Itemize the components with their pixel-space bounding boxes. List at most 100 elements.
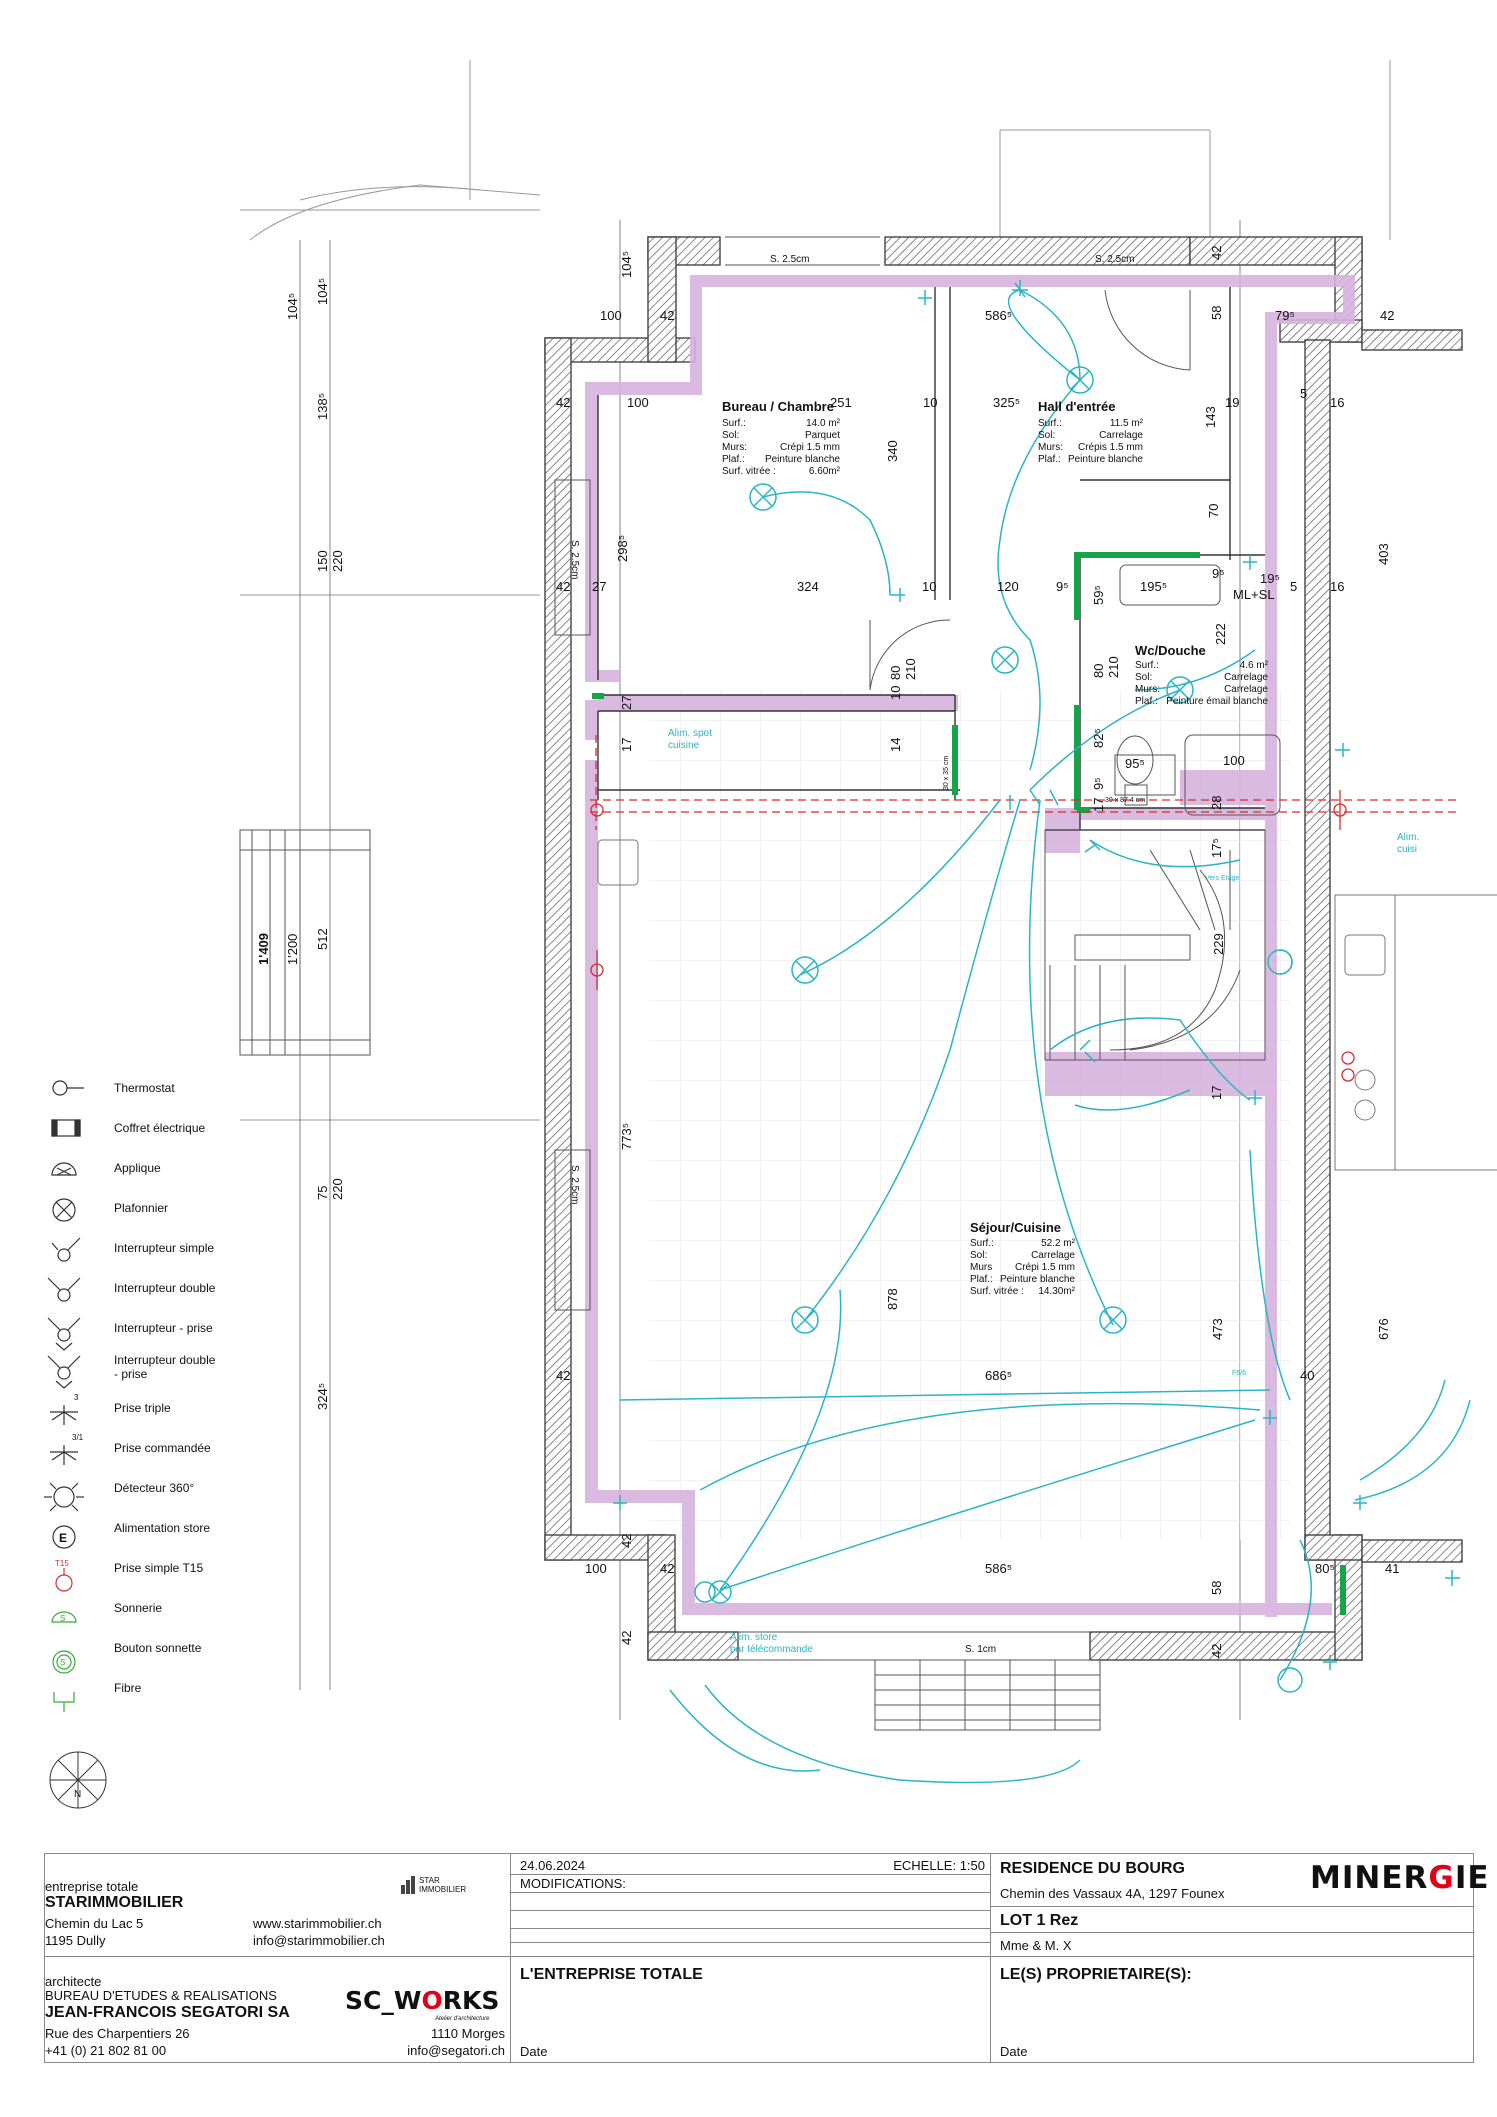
svg-text:27: 27 <box>619 696 634 710</box>
svg-text:42: 42 <box>619 1534 634 1548</box>
architect-name-1: BUREAU D'ETUDES & REALISATIONS <box>45 1988 277 2003</box>
svg-text:100: 100 <box>585 1561 607 1576</box>
svg-text:75: 75 <box>315 1186 330 1200</box>
svg-text:70: 70 <box>1206 504 1221 518</box>
legend-label: Interrupteur - prise <box>114 1321 213 1335</box>
bathroom-fixtures <box>1114 564 1281 816</box>
svg-text:Crépi 1.5 mm: Crépi 1.5 mm <box>1015 1262 1075 1273</box>
svg-text:42: 42 <box>1380 308 1394 323</box>
north-arrow: N <box>49 1751 107 1809</box>
legend-texts: Thermostat Coffret électrique Applique P… <box>55 1081 216 1695</box>
svg-text:10: 10 <box>923 395 937 410</box>
contractor-email[interactable]: info@starimmobilier.ch <box>253 1933 385 1948</box>
title-block: entreprise totale STARIMMOBILIER Chemin … <box>44 1853 1489 2063</box>
svg-text:14.30m²: 14.30m² <box>1038 1286 1075 1297</box>
wall-light-icon <box>1277 1667 1303 1693</box>
svg-text:14.0 m²: 14.0 m² <box>806 418 841 429</box>
scworks-tagline: Atelier d'architecture <box>435 2016 490 2022</box>
controlled-socket-icon <box>50 1445 78 1465</box>
svg-text:Peinture émail blanche: Peinture émail blanche <box>1166 696 1268 707</box>
svg-text:120: 120 <box>997 579 1019 594</box>
svg-text:298⁵: 298⁵ <box>615 535 630 562</box>
triple-socket-icon <box>50 1405 78 1425</box>
legend-label: - prise <box>114 1367 148 1381</box>
svg-text:100: 100 <box>1223 753 1245 768</box>
svg-text:324⁵: 324⁵ <box>315 1383 330 1410</box>
ceiling-light-icon <box>1099 1306 1127 1334</box>
svg-text:Sol:: Sol: <box>970 1250 987 1261</box>
legend-label: Alimentation store <box>114 1521 210 1535</box>
svg-text:Surf.:: Surf.: <box>1135 660 1159 671</box>
kitchen-counter <box>1334 894 1497 1171</box>
svg-text:82⁵: 82⁵ <box>1091 728 1106 748</box>
architect-email[interactable]: info@segatori.ch <box>407 2043 505 2058</box>
svg-text:E: E <box>59 1531 67 1545</box>
svg-text:80⁵: 80⁵ <box>1315 1561 1335 1576</box>
svg-text:878: 878 <box>885 1288 900 1310</box>
svg-text:Sol:: Sol: <box>722 430 739 441</box>
svg-text:Carrelage: Carrelage <box>1224 684 1268 695</box>
double-switch-icon <box>47 1277 81 1302</box>
svg-text:3/1: 3/1 <box>72 1433 84 1442</box>
svg-text:Murs: Murs <box>970 1262 992 1273</box>
architect-city: 1110 Morges <box>431 2026 505 2041</box>
legend-label: Sonnerie <box>114 1601 162 1615</box>
svg-text:42: 42 <box>556 579 570 594</box>
svg-text:95⁵: 95⁵ <box>1125 756 1145 771</box>
ceiling-light-icon <box>791 956 819 984</box>
legend-label: Coffret électrique <box>114 1121 205 1135</box>
svg-text:220: 220 <box>330 550 345 572</box>
svg-text:17: 17 <box>1091 798 1106 812</box>
svg-text:cuisi: cuisi <box>1397 844 1417 855</box>
contractor-address: Chemin du Lac 5 <box>45 1916 144 1931</box>
legend-label: Interrupteur simple <box>114 1241 214 1255</box>
svg-text:3: 3 <box>74 1393 79 1402</box>
ceiling-light-icon <box>749 483 777 511</box>
svg-text:Peinture blanche: Peinture blanche <box>1000 1274 1075 1285</box>
svg-text:S. 1cm: S. 1cm <box>965 1644 996 1655</box>
svg-text:30 x 87.4 cm: 30 x 87.4 cm <box>1105 797 1145 804</box>
svg-text:100: 100 <box>627 395 649 410</box>
svg-text:Peinture blanche: Peinture blanche <box>765 454 840 465</box>
thermostat-icon <box>52 1080 84 1096</box>
single-switch-icon <box>51 1237 81 1262</box>
scworks-logo: SC_WORKS <box>345 1986 500 2015</box>
electric-box-icon <box>51 1119 81 1137</box>
svg-text:104⁵: 104⁵ <box>315 278 330 305</box>
owner-signature-label: LE(S) PROPRIETAIRE(S): <box>1000 1966 1192 1983</box>
legend-label: Interrupteur double <box>114 1353 216 1367</box>
switch-socket-icon <box>47 1317 81 1351</box>
terrace-grating <box>874 1659 1101 1731</box>
svg-text:79⁵: 79⁵ <box>1275 308 1295 323</box>
svg-text:586⁵: 586⁵ <box>985 308 1012 323</box>
svg-text:325⁵: 325⁵ <box>993 395 1020 410</box>
svg-text:59⁵: 59⁵ <box>1091 585 1106 605</box>
svg-text:42: 42 <box>660 308 674 323</box>
exterior-stair <box>239 829 371 1056</box>
svg-text:222: 222 <box>1213 623 1228 645</box>
contractor-city: 1195 Dully <box>45 1933 106 1948</box>
room-title: Wc/Douche <box>1135 643 1206 658</box>
walls <box>544 236 1463 1661</box>
room-label-wc: Wc/Douche Surf.:4.6 m² Sol:Carrelage Mur… <box>1135 643 1269 707</box>
plan-scale: ECHELLE: 1:50 <box>893 1858 985 1873</box>
svg-text:par télécommande: par télécommande <box>730 1644 813 1655</box>
legend-label: Détecteur 360° <box>114 1481 194 1495</box>
dimension-texts: 100 42 586⁵ 79⁵ 42 104⁵ 104⁵ 104⁵ 42 100… <box>256 246 1399 1658</box>
svg-text:Plaf.:: Plaf.: <box>970 1274 993 1285</box>
svg-text:512: 512 <box>315 928 330 950</box>
architect-label: architecte <box>45 1974 102 1989</box>
contractor-website[interactable]: www.starimmobilier.ch <box>253 1916 382 1931</box>
svg-text:Alim.: Alim. <box>1397 832 1419 843</box>
svg-text:9⁵: 9⁵ <box>1056 579 1069 594</box>
wet-room-walls <box>592 552 1346 1615</box>
svg-text:5: 5 <box>1290 579 1297 594</box>
svg-text:27: 27 <box>592 579 606 594</box>
ceiling-light-icon <box>1066 366 1094 394</box>
svg-text:42: 42 <box>1209 1644 1224 1658</box>
ceiling-light-icon <box>52 1198 76 1222</box>
svg-text:80: 80 <box>1091 664 1106 678</box>
svg-text:S. 2.5cm: S. 2.5cm <box>569 1165 580 1204</box>
contractor-label: entreprise totale <box>45 1879 139 1894</box>
sink-left <box>597 839 639 886</box>
